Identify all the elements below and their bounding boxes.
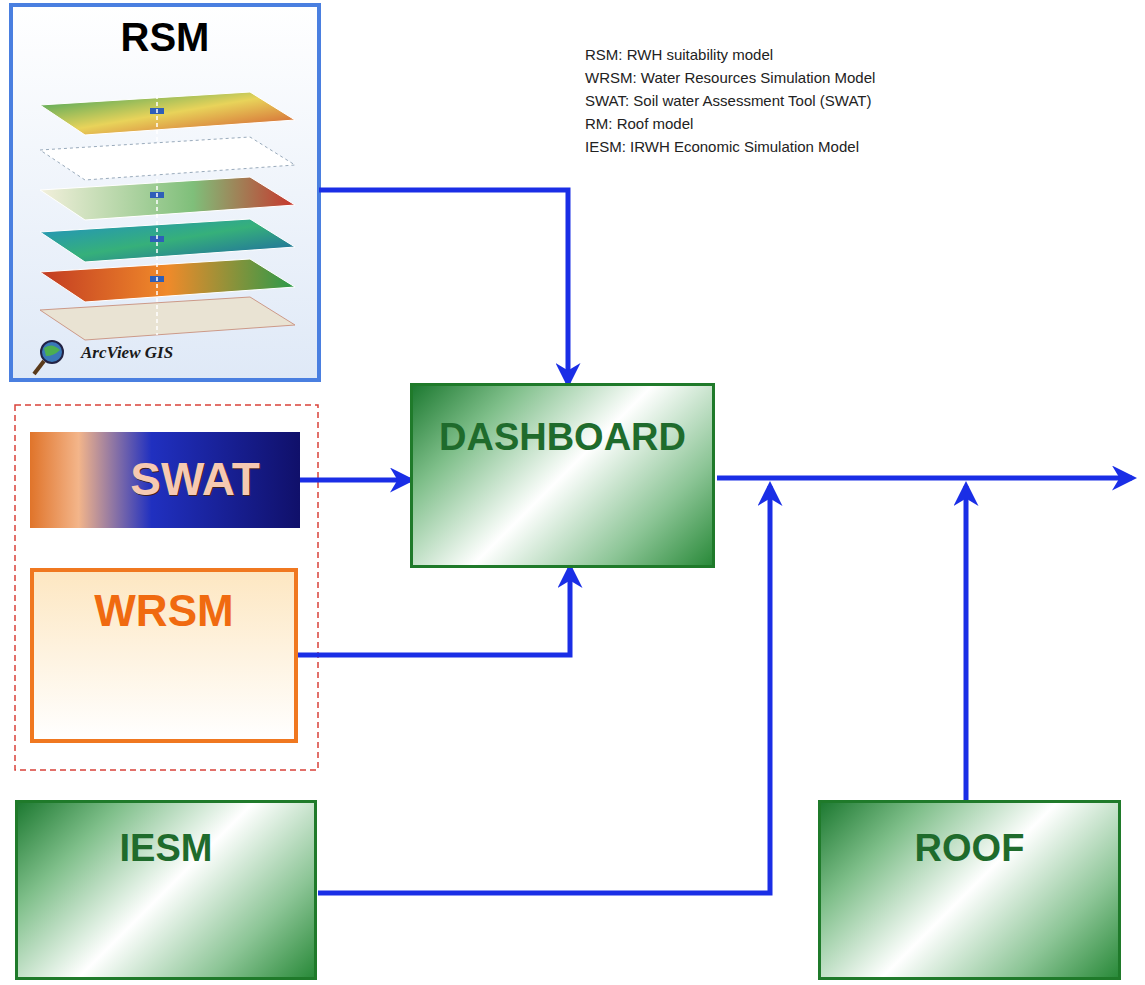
node-title: SWAT [30, 432, 300, 506]
abbreviation-note: RM: Roof model [585, 115, 693, 132]
flow-arrow [319, 190, 568, 383]
node-title: ROOF [821, 803, 1118, 870]
wrsm-box: WRSM [30, 568, 298, 743]
abbreviation-note: IESM: IRWH Economic Simulation Model [585, 138, 859, 155]
swat-box: SWAT [30, 432, 300, 528]
roof-box: ROOF [818, 800, 1121, 980]
node-title: RSM [11, 5, 319, 60]
node-title: IESM [18, 803, 314, 870]
abbreviation-note: WRSM: Water Resources Simulation Model [585, 69, 875, 86]
group-outline [15, 405, 318, 770]
gis-layers [40, 92, 295, 340]
rsm-box: RSM ArcView GIS [11, 5, 319, 380]
arcview-logo-icon [34, 341, 63, 374]
flow-arrow [300, 478, 410, 483]
flow-arrow [298, 568, 570, 655]
node-title: DASHBOARD [413, 386, 712, 459]
node-title: WRSM [34, 572, 294, 636]
logo-text: ArcView GIS [81, 343, 173, 363]
layer-axis [156, 95, 158, 335]
abbreviation-note: RSM: RWH suitability model [585, 46, 773, 63]
iesm-box: IESM [15, 800, 317, 980]
rsm-frame [11, 5, 319, 380]
dashboard-box: DASHBOARD [410, 383, 715, 568]
abbreviation-note: SWAT: Soil water Assessment Tool (SWAT) [585, 92, 871, 109]
